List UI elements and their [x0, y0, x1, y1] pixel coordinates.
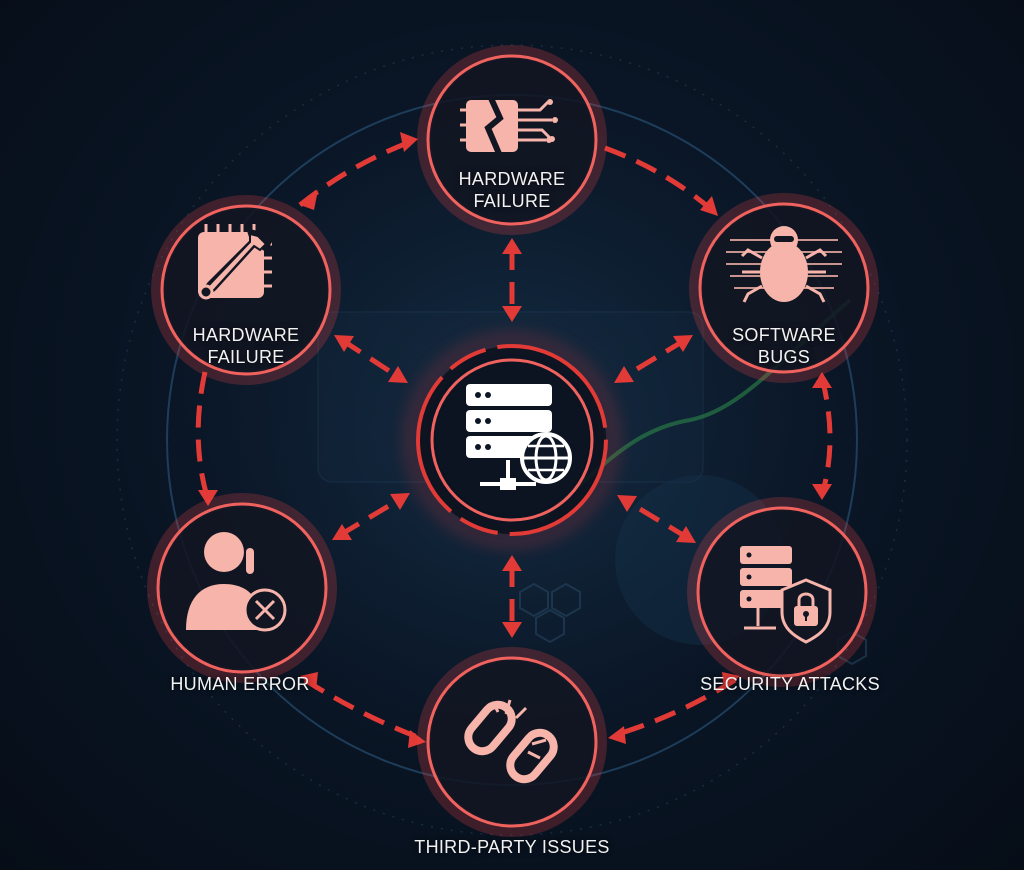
hub-arrows — [338, 248, 690, 628]
arrow-hub-bottomright — [623, 497, 690, 541]
node-top-hardware-failure[interactable] — [417, 45, 607, 235]
chip-wrench-icon — [198, 224, 272, 300]
arrow-hub-bottomleft — [338, 495, 404, 538]
node-right-software-bugs[interactable] — [689, 193, 879, 383]
server-network-icon — [466, 384, 572, 490]
node-bottom-left-human-error[interactable] — [147, 493, 337, 683]
label-right: SOFTWARE BUGS — [704, 324, 864, 368]
label-bottom-line1: THIRD-PARTY ISSUES — [414, 837, 610, 857]
label-right-line1: SOFTWARE — [732, 325, 836, 345]
broken-link-icon — [464, 699, 558, 784]
label-bottom-right-line1: SECURITY ATTACKS — [700, 674, 880, 694]
label-top-line2: FAILURE — [473, 191, 551, 211]
server-lock-icon — [740, 546, 832, 644]
arrow-bottomleft-to-bottom — [303, 677, 421, 741]
label-bottom-right: SECURITY ATTACKS — [690, 673, 890, 695]
outer-ring-arrows — [195, 139, 833, 741]
label-left-line1: HARDWARE — [192, 325, 300, 345]
node-bottom-right-security-attacks[interactable] — [687, 497, 877, 687]
person-x-icon — [186, 532, 287, 632]
arrow-left-to-bottomleft — [195, 371, 211, 501]
label-bottom-left: HUMAN ERROR — [150, 673, 330, 695]
label-top: HARDWARE FAILURE — [432, 168, 592, 212]
label-right-line2: BUGS — [757, 347, 811, 367]
arrow-bottomright-to-bottom — [614, 677, 737, 738]
broken-chip-icon — [460, 94, 558, 158]
label-left-line2: FAILURE — [207, 347, 285, 367]
label-bottom-left-line1: HUMAN ERROR — [170, 674, 310, 694]
arrow-right-to-bottomright — [819, 377, 833, 496]
hub-node[interactable] — [403, 331, 621, 549]
arrowheads — [198, 132, 832, 748]
bug-icon — [726, 226, 842, 303]
node-bottom-third-party-issues[interactable] — [417, 647, 607, 837]
arrow-hub-right — [620, 337, 687, 381]
arrow-hub-left — [340, 337, 402, 381]
label-left: HARDWARE FAILURE — [166, 324, 326, 368]
label-bottom: THIRD-PARTY ISSUES — [402, 836, 622, 858]
node-left-hardware-failure[interactable] — [151, 195, 341, 385]
arrow-top-to-right — [604, 145, 714, 212]
label-top-line1: HARDWARE — [458, 169, 566, 189]
